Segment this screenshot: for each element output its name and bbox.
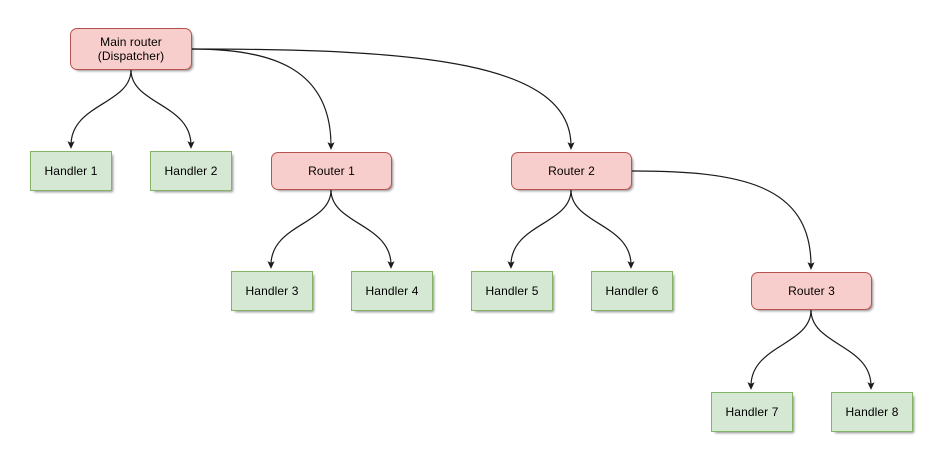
- edge-router-1-to-handler-3: [267, 189, 332, 269]
- node-label-router-2: Router 2: [548, 164, 595, 178]
- edge-main-router-to-handler-2: [130, 69, 195, 149]
- node-label-handler-5: Handler 5: [485, 284, 539, 298]
- node-label-handler-6: Handler 6: [605, 284, 659, 298]
- node-handler-7[interactable]: Handler 7: [711, 392, 793, 432]
- edge-router-3-to-handler-7: [747, 309, 812, 390]
- node-label-router-1: Router 1: [308, 164, 355, 178]
- node-label-handler-7: Handler 7: [725, 405, 779, 419]
- node-handler-6[interactable]: Handler 6: [591, 271, 673, 311]
- node-handler-4[interactable]: Handler 4: [351, 271, 433, 311]
- edge-main-router-to-router-2: [191, 48, 575, 150]
- node-main-router[interactable]: Main router (Dispatcher): [70, 28, 192, 70]
- edge-router-2-to-router-3: [631, 170, 815, 270]
- node-label-main-router: Main router (Dispatcher): [97, 35, 165, 63]
- edge-main-router-to-router-1: [191, 48, 335, 150]
- node-handler-5[interactable]: Handler 5: [471, 271, 553, 311]
- node-label-handler-8: Handler 8: [845, 405, 899, 419]
- node-label-handler-4: Handler 4: [365, 284, 419, 298]
- node-label-router-3: Router 3: [788, 284, 835, 298]
- node-label-handler-1: Handler 1: [44, 164, 98, 178]
- node-handler-8[interactable]: Handler 8: [831, 392, 913, 432]
- node-label-handler-3: Handler 3: [245, 284, 299, 298]
- node-router-2[interactable]: Router 2: [511, 152, 632, 190]
- edge-router-2-to-handler-5: [507, 189, 572, 269]
- node-handler-3[interactable]: Handler 3: [231, 271, 313, 311]
- edge-router-3-to-handler-8: [810, 309, 875, 390]
- node-handler-1[interactable]: Handler 1: [30, 151, 112, 191]
- node-handler-2[interactable]: Handler 2: [150, 151, 232, 191]
- node-router-3[interactable]: Router 3: [751, 272, 872, 310]
- edge-router-2-to-handler-6: [570, 189, 635, 269]
- edge-router-1-to-handler-4: [330, 189, 395, 269]
- edge-main-router-to-handler-1: [67, 69, 132, 149]
- edges-group: [67, 48, 875, 390]
- node-router-1[interactable]: Router 1: [271, 152, 392, 190]
- node-label-handler-2: Handler 2: [164, 164, 218, 178]
